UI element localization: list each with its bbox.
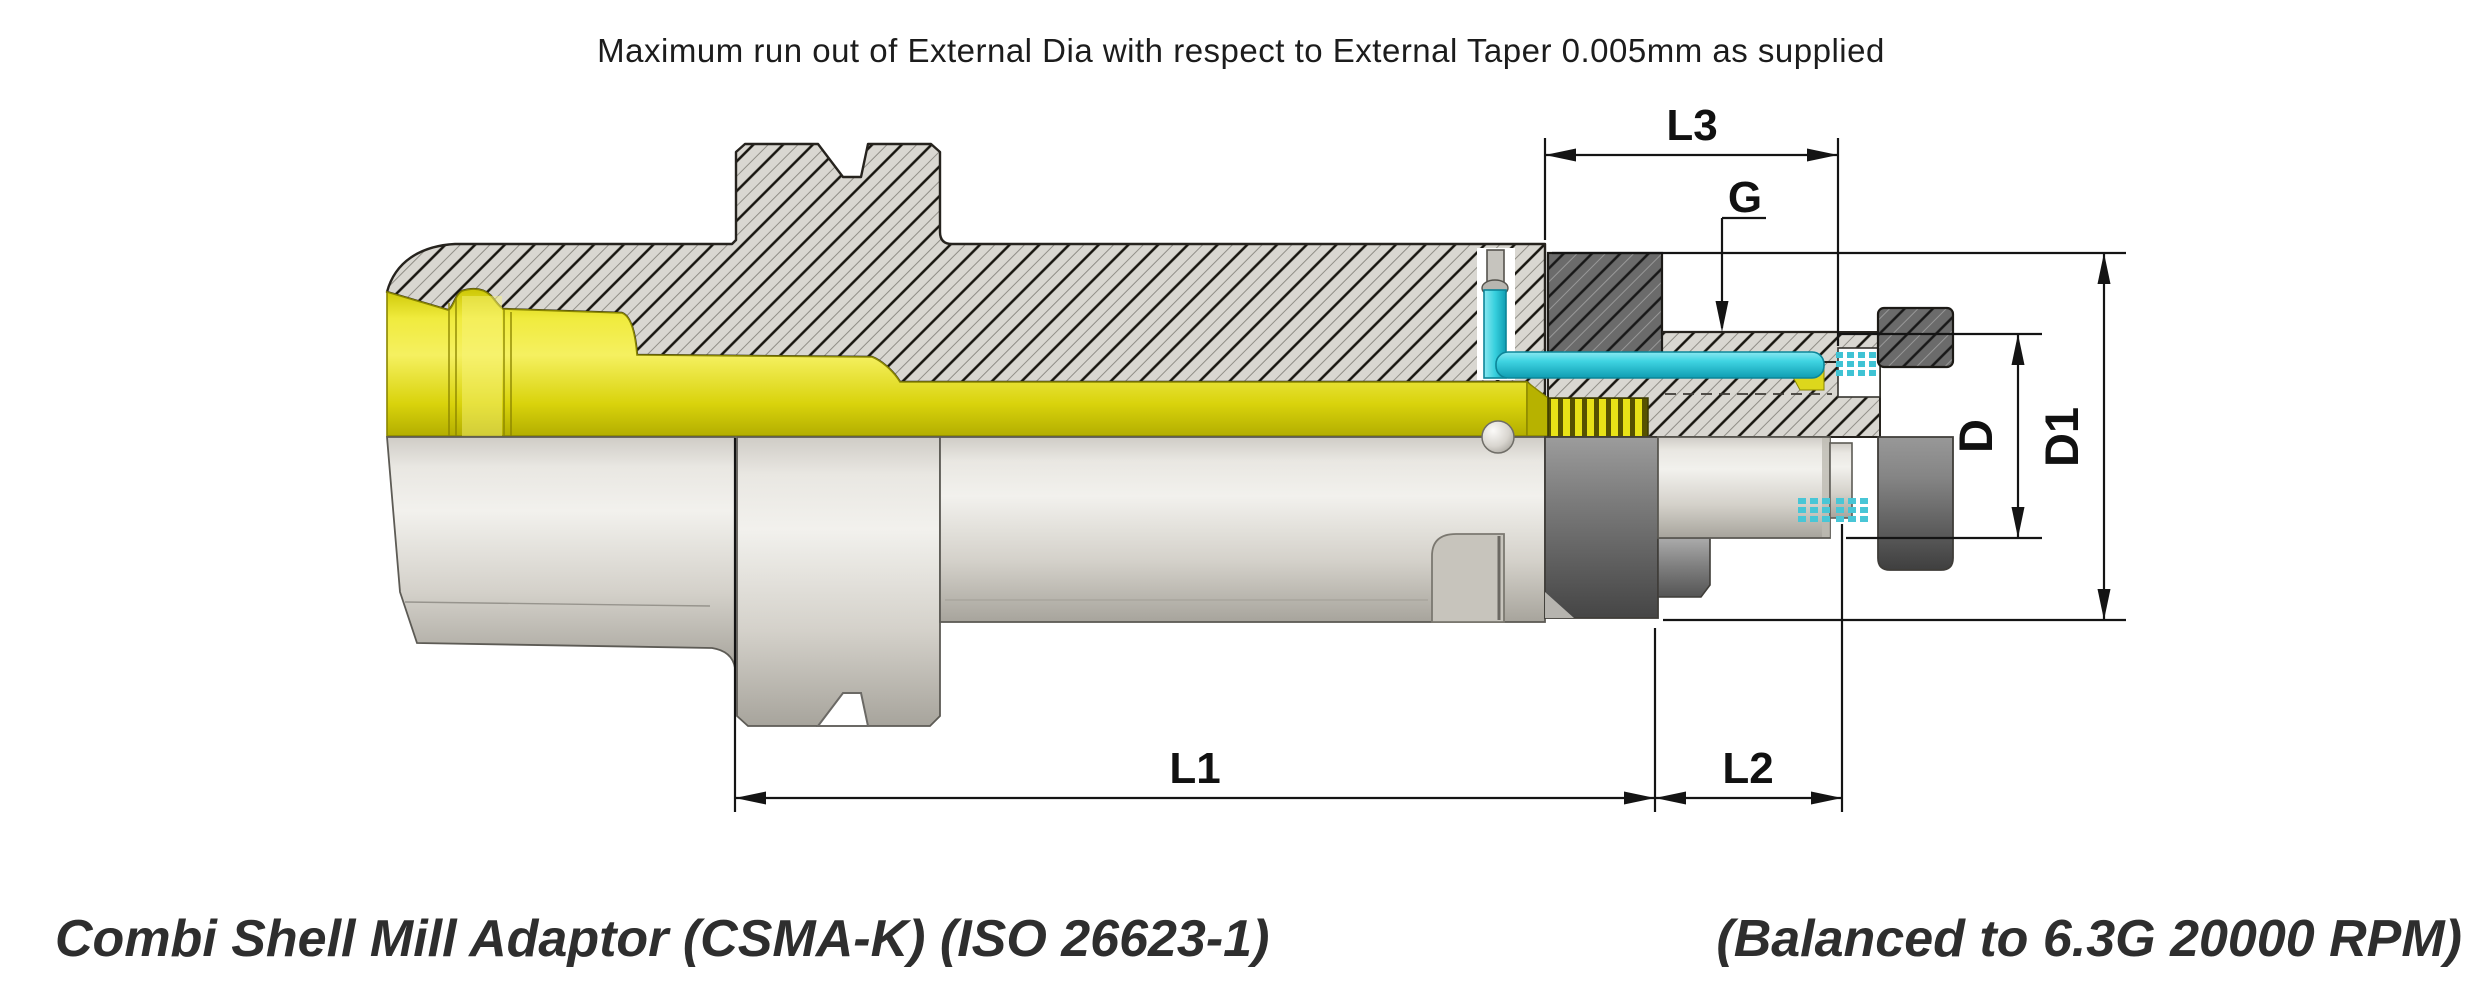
arrowhead-down xyxy=(2097,589,2111,620)
arrowhead-left xyxy=(1545,148,1576,162)
arrowhead-down xyxy=(1715,301,1729,332)
section-upper-half xyxy=(385,142,1955,438)
spigot-front-shade xyxy=(1822,438,1830,537)
nut-front-collar xyxy=(1657,537,1711,598)
arrowhead-up xyxy=(2011,334,2025,365)
caption-product: Combi Shell Mill Adaptor (CSMA-K) (ISO 2… xyxy=(55,910,1269,968)
external-lower-half xyxy=(386,420,1954,727)
taper-highlight xyxy=(462,296,502,436)
dim-label-D1: D1 xyxy=(2035,407,2088,467)
note-max-runout: Maximum run out of External Dia with res… xyxy=(597,32,1885,69)
dim-L2 xyxy=(1655,524,1844,812)
coolant-thread-dashes-upper xyxy=(1836,352,1876,376)
arrowhead-left xyxy=(1655,791,1686,805)
dimensions xyxy=(733,138,2126,812)
flange-external xyxy=(736,436,941,727)
coolant-tube-assembly xyxy=(1477,248,1876,380)
dim-label-L2: L2 xyxy=(1722,744,1773,793)
dim-D xyxy=(1838,332,2042,540)
dim-L1 xyxy=(733,438,1657,812)
spigot-external xyxy=(1657,436,1831,539)
thread-section xyxy=(1547,397,1649,438)
dim-G xyxy=(1715,216,1766,332)
dim-label-D: D xyxy=(1949,419,2002,453)
coolant-thread-dashes-lower xyxy=(1798,498,1868,522)
arrowhead-right xyxy=(1811,791,1842,805)
dim-label-L3: L3 xyxy=(1666,101,1717,150)
polygon-taper-external xyxy=(386,436,736,669)
clamp-screw-head-external xyxy=(1877,436,1954,571)
pilot-step xyxy=(1829,442,1853,519)
arrowhead-right xyxy=(1624,791,1655,805)
arrowhead-up xyxy=(2097,253,2111,284)
taper-contact-surface-yellow xyxy=(386,288,1528,437)
taper-groove-ridges xyxy=(448,298,512,436)
arrowhead-down xyxy=(2011,507,2025,538)
arrowhead-right xyxy=(1807,148,1838,162)
clamp-screw-head-section xyxy=(1876,306,1955,369)
flange-v-groove xyxy=(815,692,870,727)
coolant-tube-horizontal xyxy=(1495,351,1825,379)
arrowhead-left xyxy=(735,791,766,805)
clamping-nut xyxy=(1544,436,1659,619)
dim-label-G: G xyxy=(1728,173,1762,222)
caption-balance: (Balanced to 6.3G 20000 RPM) xyxy=(1716,910,2462,968)
drive-key-block-section xyxy=(1546,251,1664,362)
wrench-slot xyxy=(1431,533,1505,623)
dim-L3 xyxy=(1543,138,1840,346)
nut-chamfer-wedge xyxy=(1545,592,1574,618)
taper-shading-seam xyxy=(404,601,711,607)
dim-D1 xyxy=(1552,251,2126,622)
gripper-ball xyxy=(1481,420,1515,454)
dim-label-L1: L1 xyxy=(1169,744,1220,793)
